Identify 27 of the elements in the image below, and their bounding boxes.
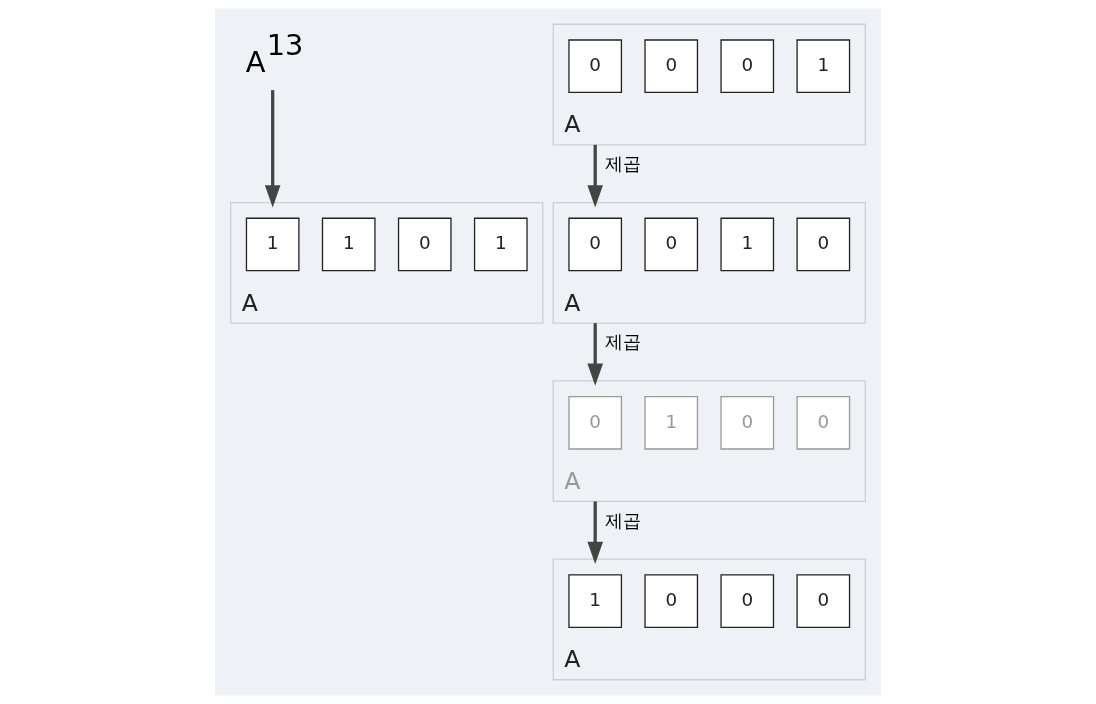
node-box: 0 [397,217,452,272]
node-box: 0 [644,39,699,94]
arrow [587,144,603,208]
edge-label: 제곱 [605,509,642,531]
node-box: 0 [796,574,851,628]
edge-label: 제곱 [605,331,642,353]
node-box: 1 [245,217,300,272]
node-box: 0 [568,217,623,272]
node-box: 0 [796,395,851,450]
node-box: 0 [644,574,699,628]
node-box: 0 [644,217,699,272]
node-box: 1 [568,574,623,628]
arrow [587,323,603,386]
node-box: 1 [644,395,699,450]
node-box: 1 [321,217,376,272]
node-box: 0 [796,217,851,272]
node-box: 0 [720,395,775,450]
edge-label: 제곱 [605,153,642,175]
arrow [264,90,281,208]
node-box: 1 [796,39,851,94]
arrow [587,501,603,565]
node-box: 1 [720,217,775,272]
node-box: 1 [473,217,528,272]
node-box: 0 [720,39,775,94]
node-box: 0 [568,39,623,94]
node-box: 0 [720,574,775,628]
node-box: 0 [568,395,623,450]
